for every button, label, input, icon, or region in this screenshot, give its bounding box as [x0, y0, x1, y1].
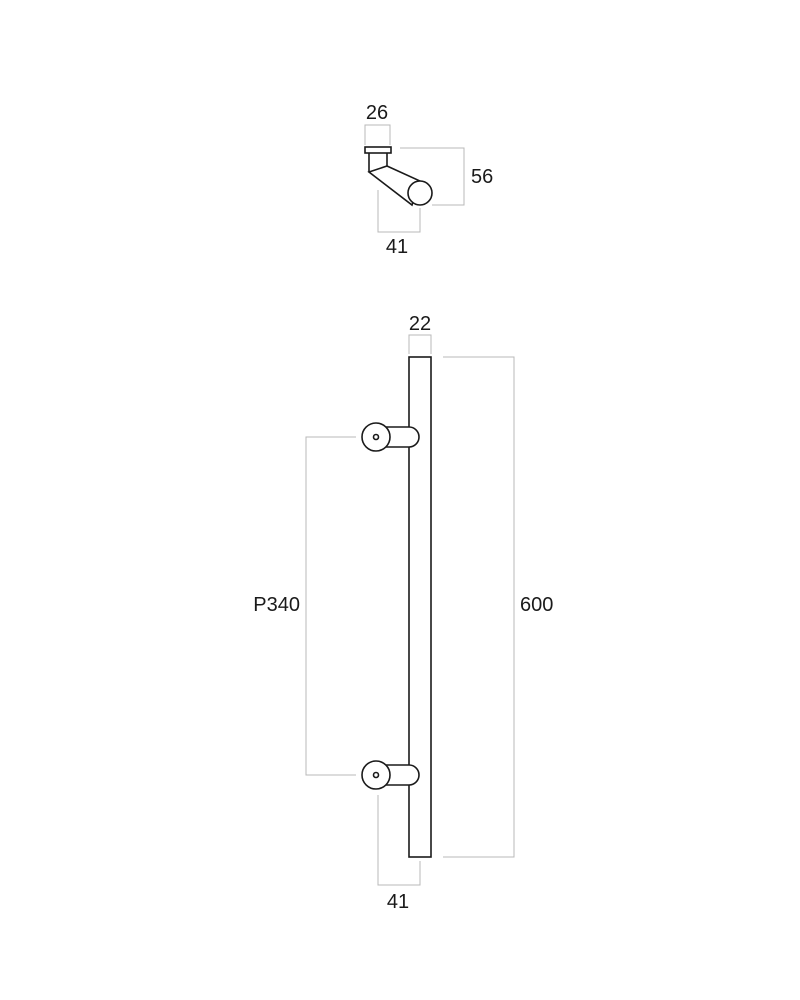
bar-section-circle	[407, 180, 433, 206]
upper-standoff	[361, 422, 420, 452]
length-dimension-line	[443, 356, 515, 858]
depth-dimension-line	[377, 190, 421, 233]
lower-standoff	[361, 760, 420, 790]
side-view: 26 56 41	[364, 102, 493, 258]
width-dimension-label: 26	[366, 102, 388, 124]
upper-fixing-screw	[372, 433, 380, 441]
height-dimension-line	[400, 147, 465, 206]
length-dimension-label: 600	[520, 594, 553, 616]
pitch-dimension-line	[305, 436, 356, 776]
height-dimension-label: 56	[471, 166, 493, 188]
width-dimension-line	[364, 124, 391, 145]
front-view: 22 600 P340 41	[253, 313, 553, 913]
front-depth-dimension-line	[377, 795, 421, 886]
depth-dimension-label: 41	[386, 236, 408, 258]
front-depth-dimension-label: 41	[387, 891, 409, 913]
bar-width-dimension-label: 22	[409, 313, 431, 335]
pitch-dimension-label: P340	[253, 594, 300, 616]
lower-fixing-screw	[372, 771, 380, 779]
rose-plate	[364, 146, 392, 154]
handle-bar	[408, 356, 432, 858]
standoff-post	[368, 153, 388, 172]
bar-width-dimension-line	[408, 334, 432, 354]
